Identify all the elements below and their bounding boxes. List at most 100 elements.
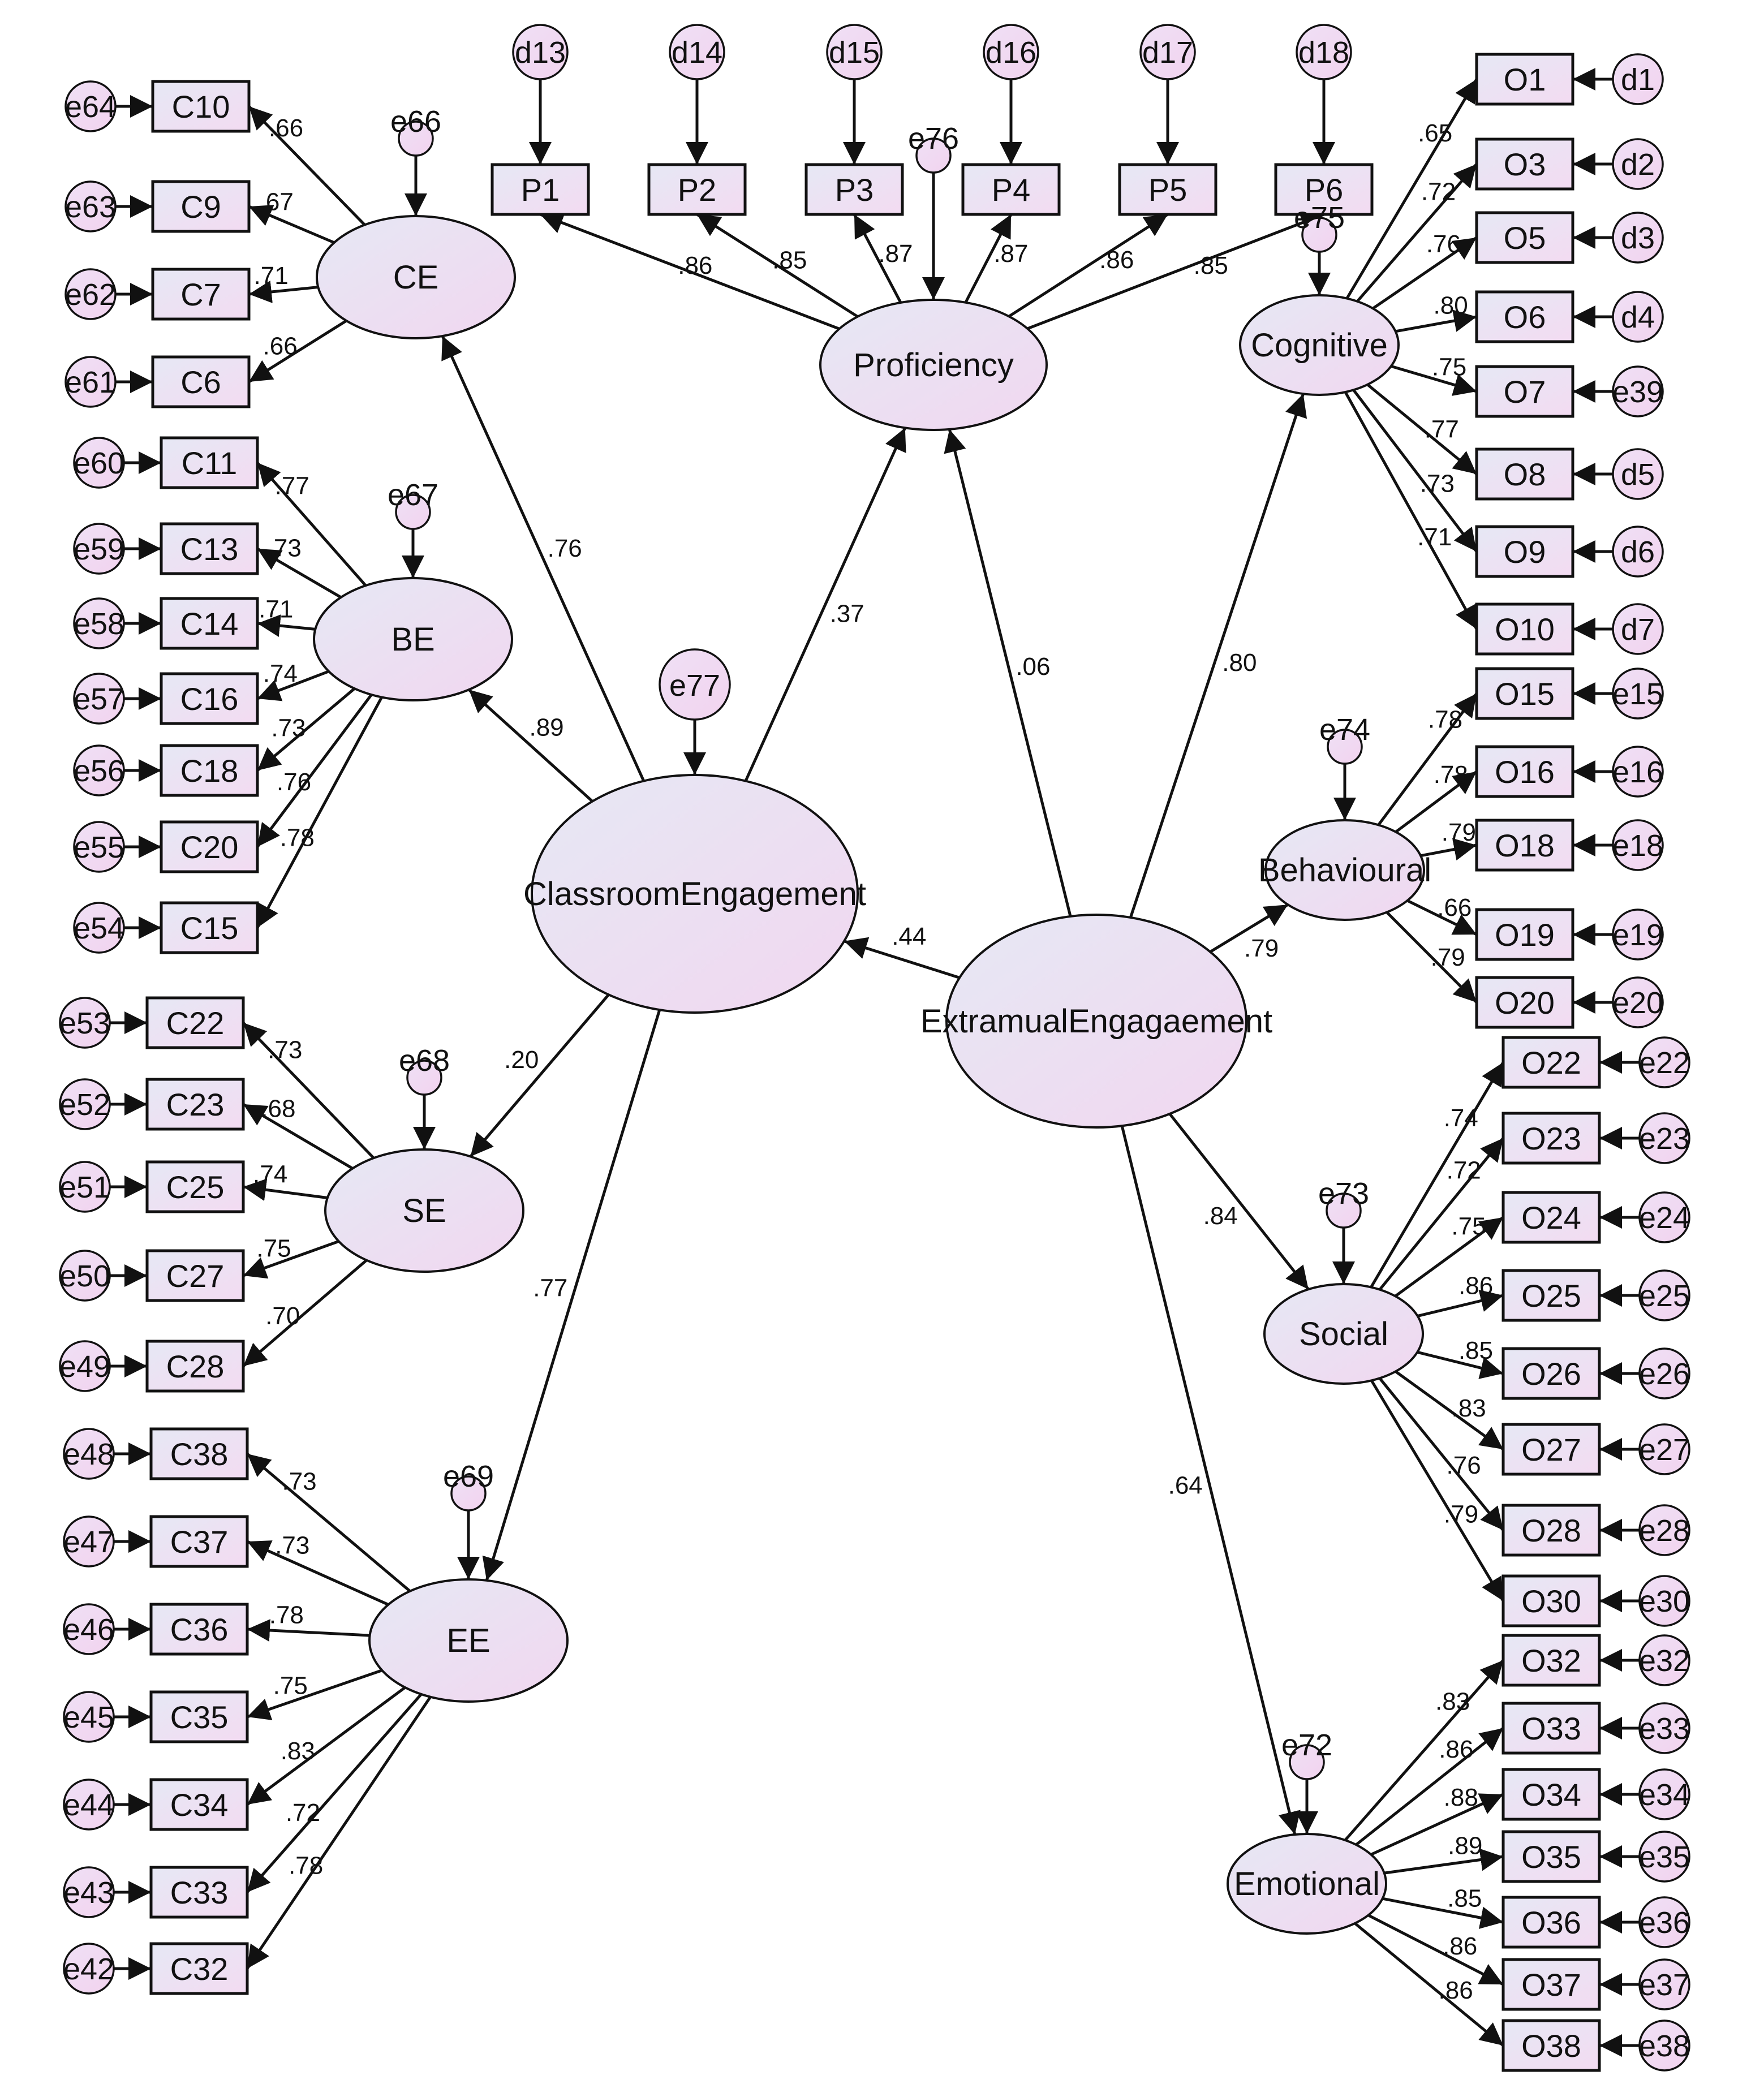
- loading-ee-c33: [246, 1693, 423, 1893]
- error-d15-label: d15: [829, 36, 880, 70]
- error-e27-circle: [1638, 1423, 1690, 1475]
- error-d1-circle: [1612, 53, 1664, 105]
- error-e39-circle: [1612, 365, 1664, 417]
- loading-social-o24: [1394, 1216, 1504, 1298]
- error-e33-label: e33: [1639, 1712, 1690, 1746]
- indicator-o18-label: O18: [1495, 828, 1555, 863]
- path-classroomengagement-to-se: [469, 993, 610, 1158]
- latent-social-ellipse: [1263, 1283, 1424, 1385]
- indicator-c14-box: [160, 597, 259, 650]
- error-e28-label: e28: [1639, 1514, 1690, 1548]
- coef-o3: .72: [1421, 178, 1456, 206]
- latent-cognitive-label: Cognitive: [1251, 327, 1388, 364]
- indicator-c34-label: C34: [170, 1787, 229, 1823]
- indicator-c22-box: [145, 996, 245, 1049]
- error-e22-label: e22: [1639, 1046, 1690, 1080]
- indicator-o15-box: [1475, 667, 1574, 720]
- indicator-o37-box: [1501, 1958, 1601, 2011]
- indicator-c9-label: C9: [180, 189, 221, 225]
- loading-se-c28: [242, 1259, 368, 1367]
- error-d1-label: d1: [1621, 63, 1655, 97]
- loading-ee-c32: [246, 1696, 432, 1970]
- indicator-o3-label: O3: [1504, 147, 1546, 182]
- latent-social-label: Social: [1299, 1316, 1388, 1353]
- error-e34-circle: [1638, 1768, 1690, 1820]
- loading-behavioural-o20: [1386, 911, 1478, 1004]
- coef-o32: .83: [1435, 1688, 1470, 1716]
- indicator-c9-box: [151, 180, 251, 233]
- indicator-o24-label: O24: [1521, 1200, 1581, 1235]
- indicator-o15-label: O15: [1495, 676, 1555, 712]
- error-d18-circle: [1296, 24, 1352, 80]
- residual-e68-circle: [406, 1060, 442, 1096]
- coef-o28: .76: [1447, 1452, 1481, 1479]
- loading-cognitive-o6: [1395, 309, 1477, 333]
- loading-proficiency-p3: [853, 213, 902, 304]
- coef-o7: .75: [1432, 354, 1466, 381]
- error-e55-circle: [73, 821, 125, 873]
- path-extramualengagaement-to-classroomengagement: [844, 937, 960, 979]
- coef-c34: .83: [281, 1737, 315, 1765]
- indicator-o38-label: O38: [1521, 2028, 1581, 2064]
- indicator-o1-label: O1: [1504, 62, 1546, 97]
- coef-p6: .85: [1194, 252, 1228, 279]
- error-e20-circle: [1612, 976, 1664, 1028]
- coef-c7: .71: [254, 262, 289, 290]
- error-e25-label: e25: [1639, 1279, 1690, 1313]
- loading-ee-c37: [246, 1540, 389, 1606]
- latent-ee-ellipse: [368, 1578, 569, 1703]
- error-e37-circle: [1638, 1958, 1690, 2010]
- coef-p1: .86: [678, 252, 712, 279]
- error-e22-circle: [1638, 1036, 1690, 1088]
- indicator-c27-label: C27: [166, 1258, 225, 1294]
- coef-o9: .73: [1420, 470, 1455, 498]
- error-e64-label: e64: [65, 90, 116, 124]
- indicator-c18-label: C18: [180, 753, 239, 789]
- indicator-o23-label: O23: [1521, 1121, 1581, 1156]
- indicator-o36-box: [1501, 1896, 1601, 1949]
- error-d14-circle: [669, 24, 725, 80]
- latent-ce-ellipse: [316, 215, 516, 339]
- label-layer: .44.37.06.76.89.20.77.80.79.84.64.66.67.…: [253, 114, 1493, 2004]
- error-e61-circle: [64, 356, 117, 408]
- indicator-o19-box: [1475, 908, 1574, 961]
- loading-be-c15: [256, 696, 383, 929]
- error-e51-circle: [59, 1161, 111, 1213]
- error-e35-label: e35: [1639, 1840, 1690, 1874]
- latent-be-label: BE: [391, 621, 434, 658]
- indicator-c37-box: [149, 1515, 249, 1568]
- indicator-c18-box: [160, 744, 259, 797]
- coef-classroomengagement-to-proficiency: .37: [830, 600, 864, 628]
- loading-social-o23: [1378, 1137, 1504, 1291]
- error-d13-circle: [512, 24, 569, 80]
- indicator-o3-box: [1475, 137, 1574, 191]
- indicator-c6-label: C6: [180, 364, 221, 400]
- loading-ce-c6: [248, 319, 347, 384]
- latent-cognitive-ellipse: [1239, 294, 1400, 396]
- error-e24-circle: [1638, 1191, 1690, 1243]
- indicator-c16-label: C16: [180, 681, 239, 717]
- indicator-c11-box: [160, 436, 259, 489]
- indicator-o16-label: O16: [1495, 754, 1555, 790]
- error-d7-label: d7: [1621, 613, 1655, 647]
- error-e62-circle: [64, 268, 117, 320]
- residual-e77-circle: [659, 648, 731, 721]
- loading-emotional-o35: [1384, 1848, 1504, 1875]
- coef-o38: .86: [1439, 1977, 1473, 2004]
- error-e44-label: e44: [63, 1788, 114, 1822]
- loading-social-o27: [1395, 1370, 1504, 1451]
- coef-c36: .78: [269, 1601, 304, 1629]
- indicator-o28-box: [1501, 1504, 1601, 1557]
- indicator-c7-box: [151, 268, 251, 321]
- coef-c18: .73: [271, 714, 306, 742]
- error-e58-label: e58: [74, 607, 124, 641]
- coef-c22: .73: [268, 1036, 302, 1064]
- error-e23-label: e23: [1639, 1122, 1690, 1156]
- indicator-p5-box: [1118, 163, 1217, 216]
- error-e32-label: e32: [1639, 1644, 1690, 1678]
- error-e61-label: e61: [65, 365, 116, 399]
- coef-o30: .79: [1444, 1500, 1478, 1528]
- indicator-c27-box: [145, 1249, 245, 1302]
- residual-e75-circle: [1301, 217, 1337, 253]
- error-e48-circle: [63, 1428, 115, 1480]
